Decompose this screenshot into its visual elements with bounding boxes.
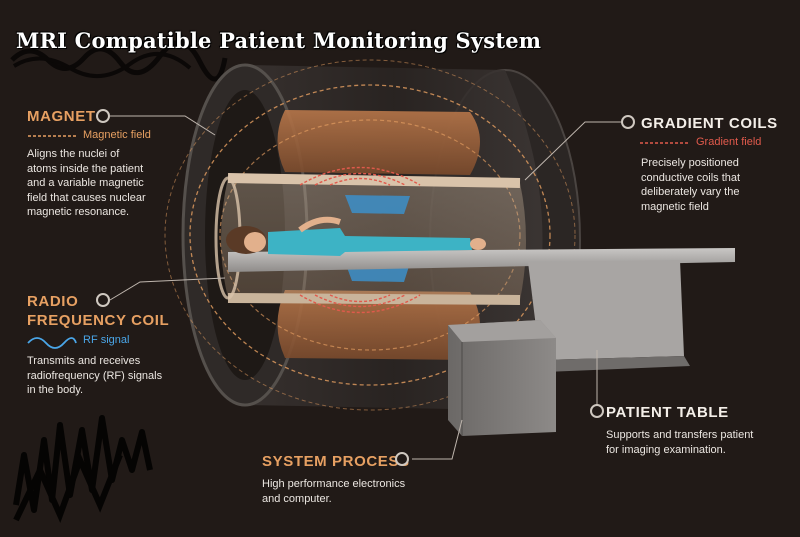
gradient-legend-label: Gradient field [696, 136, 762, 148]
leader-magnet [110, 115, 216, 136]
leader-system [412, 419, 463, 460]
callout-radio-frequency-coil: RADIO FREQUENCY COIL RF signal Transmits… [27, 292, 207, 398]
system-process-description: High performance electronics and compute… [262, 478, 406, 505]
gradient-coils-heading: GRADIENT COILS [641, 115, 778, 132]
rf-signal-legend-wave [27, 337, 77, 349]
system-process-heading: SYSTEM PROCESS [262, 453, 410, 470]
callout-patient-table: PATIENT TABLE Supports and transfers pat… [606, 403, 796, 457]
system-process-box [448, 320, 556, 436]
patient-table-base [528, 260, 684, 360]
rf-legend-label: RF signal [83, 334, 130, 346]
system-process-marker-circle [395, 452, 409, 466]
callout-gradient-coils: GRADIENT COILS Gradient field Precisely … [641, 114, 796, 214]
magnet-marker-circle [96, 109, 110, 123]
magnet-description: Aligns the nuclei of atoms inside the pa… [27, 148, 146, 218]
magnet-coil-top [277, 110, 480, 175]
patient-table-description: Supports and transfers patient for imagi… [606, 429, 754, 456]
magnetic-field-line [189, 84, 551, 386]
scribble-bottom-left [13, 415, 153, 513]
patient-table-marker-circle [590, 404, 604, 418]
callout-system-process: SYSTEM PROCESS High performance electron… [262, 452, 442, 506]
page-title: MRI Compatible Patient Monitoring System [16, 28, 542, 53]
patient-table-top [228, 248, 735, 272]
magnet-legend-label: Magnetic field [83, 129, 151, 141]
leader-rf [109, 277, 226, 301]
rf-coil-top [345, 195, 410, 214]
rf-coil-heading-line1: RADIO [27, 293, 79, 310]
rf-legend: RF signal [83, 334, 207, 346]
gradient-field-arc [299, 166, 421, 186]
magnet-legend: Magnetic field [83, 129, 207, 141]
gradient-legend: Gradient field [696, 136, 796, 148]
patient-body [268, 228, 472, 256]
gradient-coils-marker-circle [621, 115, 635, 129]
rf-coil-marker-circle [96, 293, 110, 307]
magnet-heading: MAGNET [27, 108, 96, 125]
callout-magnet: MAGNET Magnetic field Aligns the nuclei … [27, 107, 207, 220]
gradient-coils-description: Precisely positioned conductive coils th… [641, 157, 741, 213]
patient-table-heading: PATIENT TABLE [606, 404, 729, 421]
rf-coil-description: Transmits and receives radiofrequency (R… [27, 355, 163, 396]
rf-coil-heading-line2: FREQUENCY COIL [27, 312, 170, 329]
leader-gradient [524, 121, 622, 181]
